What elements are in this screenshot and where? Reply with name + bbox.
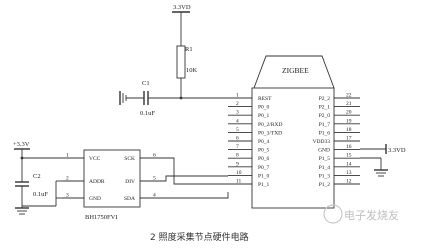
- zigbee-title: ZIGBEE: [282, 66, 309, 75]
- zigbee-right-pin-number-13: 13: [346, 170, 352, 176]
- zigbee-left-pin-number-2: 2: [236, 101, 239, 107]
- r1-resistor: [176, 45, 186, 79]
- sensor-right-pin-name-6: SCK: [124, 156, 135, 162]
- sensor-body: [83, 149, 141, 208]
- zigbee-right-pin-number-17: 17: [346, 136, 352, 142]
- zigbee-right-pin-name-15: P1_5: [319, 156, 331, 162]
- c2-value: 0.1uF: [33, 191, 48, 198]
- zigbee-left-pin-name-5: P0_3/TXD: [258, 130, 282, 136]
- sensor-right-pin-number-6: 6: [153, 153, 156, 159]
- zigbee-left-pin-number-1: 1: [236, 93, 239, 99]
- sda-net-wire: [162, 192, 229, 199]
- r1-value: 10K: [186, 67, 198, 74]
- zigbee-right-pin-number-12: 12: [346, 179, 352, 185]
- zigbee-right-pin-name-21: P2_1: [319, 105, 331, 111]
- zigbee-right-pin-number-19: 19: [346, 118, 352, 124]
- zigbee-left-pin-name-9: P0_7: [258, 165, 270, 171]
- sensor-right-pin-number-4: 4: [153, 193, 156, 199]
- sensor-left-pin-name-3: GND: [89, 196, 101, 202]
- zigbee-right-pin-name-19: P1_7: [319, 122, 331, 128]
- zigbee-left-pin-number-10: 10: [236, 170, 242, 176]
- r1-name: R1: [185, 46, 193, 53]
- zigbee-left-pin-number-4: 4: [236, 118, 239, 124]
- zigbee-right-pin-number-15: 15: [346, 153, 352, 159]
- zigbee-right-pin-name-13: P1_3: [319, 173, 331, 179]
- zigbee-left-pin-name-8: P0_6: [258, 156, 270, 162]
- zigbee-right-pin-name-12: P1_2: [319, 182, 331, 188]
- zigbee-right-pin-number-20: 20: [346, 110, 352, 116]
- zigbee-right-pin-number-16: 16: [346, 144, 352, 150]
- zigbee-left-pin-name-6: P0_4: [258, 139, 270, 145]
- zigbee-right-pin-name-14: P1_4: [319, 165, 331, 171]
- zigbee-module-body: [251, 87, 335, 209]
- sensor-right-pin-name-4: SDA: [124, 196, 135, 202]
- zigbee-left-pin-number-11: 11: [236, 179, 242, 185]
- div-net-wire: [162, 175, 228, 182]
- zigbee-left-pin-name-2: P0_0: [258, 105, 270, 111]
- c1-name: C1: [142, 80, 150, 87]
- c2-name: C2: [33, 173, 41, 180]
- zigbee-right-pin-name-22: P2_2: [319, 96, 331, 102]
- sensor-left-pin-name-2: ADDR: [89, 179, 105, 185]
- zigbee-left-pin-number-7: 7: [236, 144, 239, 150]
- zigbee-left-pin-name-11: P1_1: [258, 182, 270, 188]
- zigbee-right-pin-number-14: 14: [346, 161, 352, 167]
- zigbee-right-pin-number-21: 21: [346, 101, 352, 107]
- zigbee-right-pin-name-17: VDD33: [313, 139, 331, 145]
- watermark-text: 电子发烧友: [344, 208, 399, 222]
- sensor-right-pin-name-5: DIV: [125, 179, 135, 185]
- sensor-part-label: BH1750FVI: [85, 214, 118, 221]
- zigbee-right-pin-name-18: P1_6: [319, 130, 331, 136]
- figure-caption: 2 照度采集节点硬件电路: [150, 231, 249, 243]
- zigbee-left-pin-number-6: 6: [236, 136, 239, 142]
- zigbee-left-pin-number-9: 9: [236, 161, 239, 167]
- zigbee-right-pin-number-18: 18: [346, 127, 352, 133]
- sensor-left-pin-number-1: 1: [66, 153, 69, 159]
- vcc-junction: [20, 156, 24, 160]
- zigbee-right-pin-name-20: P2_0: [319, 113, 331, 119]
- sck-net-wire: [162, 157, 228, 185]
- zigbee-right-pin-name-16: GND: [318, 148, 330, 154]
- right-power-label: 3.3VD: [388, 147, 406, 154]
- zigbee-left-pin-name-10: P1_0: [258, 173, 270, 179]
- watermark-logo: [323, 204, 343, 224]
- zigbee-left-pin-name-1: REST: [258, 96, 272, 102]
- zigbee-left-pin-name-7: P0_5: [258, 148, 270, 154]
- top-power-label: 3.3VD: [173, 4, 191, 11]
- zigbee-left-pin-name-3: P0_1: [258, 113, 270, 119]
- zigbee-right-pin-number-22: 22: [346, 93, 352, 99]
- sensor-left-pin-name-1: VCC: [89, 156, 101, 162]
- zigbee-left-pin-number-3: 3: [236, 110, 239, 116]
- c1-value: 0.1uF: [140, 110, 155, 117]
- zigbee-left-pin-name-4: P0_2/RXD: [258, 122, 282, 128]
- sensor-left-pin-number-2: 2: [66, 176, 69, 182]
- zigbee-antenna-outline: [253, 55, 335, 89]
- left-power-label: +3.3V: [13, 141, 30, 148]
- sensor-left-pin-number-3: 3: [66, 193, 69, 199]
- zigbee-left-pin-number-5: 5: [236, 127, 239, 133]
- sensor-right-pin-number-5: 5: [153, 176, 156, 182]
- zigbee-left-pin-number-8: 8: [236, 153, 239, 159]
